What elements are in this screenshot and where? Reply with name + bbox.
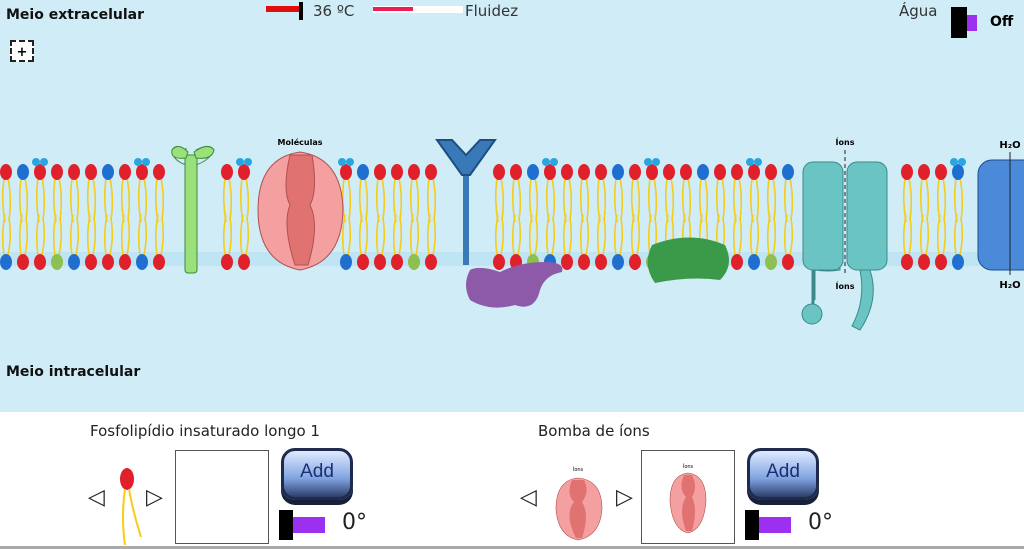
phospholipid[interactable]: [731, 164, 743, 270]
h2o-top-label: H₂O: [999, 140, 1020, 151]
component-panel: Fosfolipídio insaturado longo 1 ◁ ▷ Add …: [0, 412, 1024, 549]
phospholipid[interactable]: [561, 164, 573, 270]
right-item-title: Bomba de íons: [538, 422, 650, 440]
aquaporin-protein[interactable]: [977, 152, 1024, 275]
phospholipid[interactable]: [119, 164, 131, 270]
water-state: Off: [990, 14, 1014, 30]
temperature-value: 36 ºC: [313, 2, 355, 20]
fullscreen-icon[interactable]: +: [10, 40, 34, 62]
phospholipid[interactable]: [153, 164, 165, 270]
ions-bottom-label: Íons: [836, 280, 855, 291]
left-preview-box: [175, 450, 269, 544]
phospholipid[interactable]: [746, 158, 762, 270]
fluidity-label: Fluidez: [465, 2, 519, 20]
phospholipid[interactable]: [374, 164, 386, 270]
phospholipid[interactable]: [391, 164, 403, 270]
green-peripheral-protein[interactable]: [647, 237, 729, 284]
ion-pump-icon: Íons: [555, 466, 603, 541]
right-add-button[interactable]: Add: [747, 448, 819, 500]
fluidity-bar: [373, 6, 463, 13]
molecules-label: Moléculas: [278, 137, 323, 147]
phospholipid[interactable]: [68, 164, 80, 270]
ions-top-label: Íons: [836, 136, 855, 147]
phospholipid[interactable]: [338, 158, 354, 270]
left-add-button[interactable]: Add: [281, 448, 353, 500]
phospholipid[interactable]: [493, 164, 505, 270]
phospholipid[interactable]: [408, 164, 420, 270]
phospholipid-icon: [120, 468, 142, 546]
phospholipid[interactable]: [32, 158, 48, 270]
phospholipid[interactable]: [221, 164, 233, 270]
phospholipid[interactable]: [950, 158, 966, 270]
phospholipid[interactable]: [782, 164, 794, 270]
phospholipid[interactable]: [629, 164, 641, 270]
phospholipid[interactable]: [85, 164, 97, 270]
left-item-title: Fosfolipídio insaturado longo 1: [90, 422, 320, 440]
right-rotation-slider[interactable]: [745, 510, 799, 540]
left-rotation-slider[interactable]: [279, 510, 333, 540]
phospholipid[interactable]: [612, 164, 624, 270]
phospholipid[interactable]: [578, 164, 590, 270]
svg-text:Íons: Íons: [573, 466, 584, 473]
molecule-channel-protein[interactable]: [257, 151, 344, 271]
phospholipid[interactable]: [765, 164, 777, 270]
phospholipid[interactable]: [901, 164, 913, 270]
ion-channel-protein[interactable]: [801, 150, 888, 331]
right-prev-button[interactable]: ◁: [520, 485, 537, 510]
phospholipid[interactable]: [17, 164, 29, 270]
phospholipid[interactable]: [102, 164, 114, 270]
phospholipid[interactable]: [0, 164, 12, 270]
svg-text:Íons: Íons: [683, 463, 694, 470]
phospholipid[interactable]: [236, 158, 252, 270]
phospholipid[interactable]: [51, 164, 63, 270]
left-next-button[interactable]: ▷: [146, 485, 163, 510]
left-prev-button[interactable]: ◁: [88, 485, 105, 510]
water-toggle[interactable]: [951, 7, 977, 38]
h2o-bottom-label: H₂O: [999, 280, 1020, 291]
phospholipid[interactable]: [134, 158, 150, 270]
phospholipid[interactable]: [425, 164, 437, 270]
extracellular-label: Meio extracelular: [6, 7, 144, 23]
left-rotation-value: 0°: [342, 510, 367, 535]
phospholipid[interactable]: [357, 164, 369, 270]
divider: [0, 546, 1024, 549]
ion-pump-preview-icon: Íons: [669, 463, 707, 534]
simulation-area[interactable]: Moléculas Íons Íons H₂O H₂O Meio extrace…: [0, 0, 1024, 412]
right-preview-box: Íons: [641, 450, 735, 544]
intracellular-label: Meio intracelular: [6, 364, 141, 380]
phospholipid[interactable]: [935, 164, 947, 270]
phospholipid[interactable]: [595, 164, 607, 270]
y-receptor-protein[interactable]: [435, 139, 563, 308]
phospholipid[interactable]: [918, 164, 930, 270]
right-rotation-value: 0°: [808, 510, 833, 535]
green-receptor-protein[interactable]: [171, 146, 215, 274]
water-label: Água: [899, 2, 938, 20]
membrane: Moléculas Íons Íons H₂O H₂O: [0, 136, 1024, 331]
right-next-button[interactable]: ▷: [616, 485, 633, 510]
